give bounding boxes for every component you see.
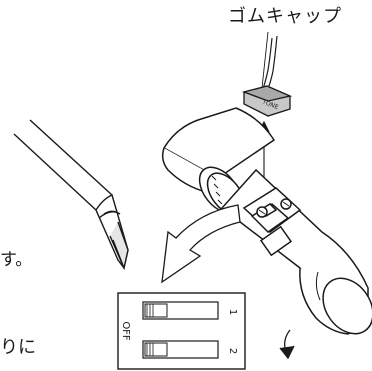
cropped-text-fragment-1: す。	[0, 250, 33, 270]
callout-leader	[261, 31, 269, 89]
dip-switch-2-number: 2	[227, 348, 238, 354]
dip-switch-panel: OFF 1 2	[117, 292, 246, 370]
cropped-text-fragment-2: りに	[0, 337, 36, 358]
cable	[261, 35, 278, 93]
dip-switch-1-number: 1	[227, 309, 238, 315]
rotation-arrow	[161, 204, 241, 284]
dip-switch-1: 1	[142, 301, 238, 320]
dip-switch-off-label: OFF	[120, 321, 131, 341]
rubber-cap-callout: ゴムキャップ	[228, 6, 342, 27]
turn-arrow	[279, 329, 295, 360]
rubber-cap: TONE	[241, 85, 293, 117]
dip-switch-2: 2	[142, 340, 238, 359]
stylus-pen	[13, 119, 129, 271]
tool-handle	[161, 107, 372, 335]
